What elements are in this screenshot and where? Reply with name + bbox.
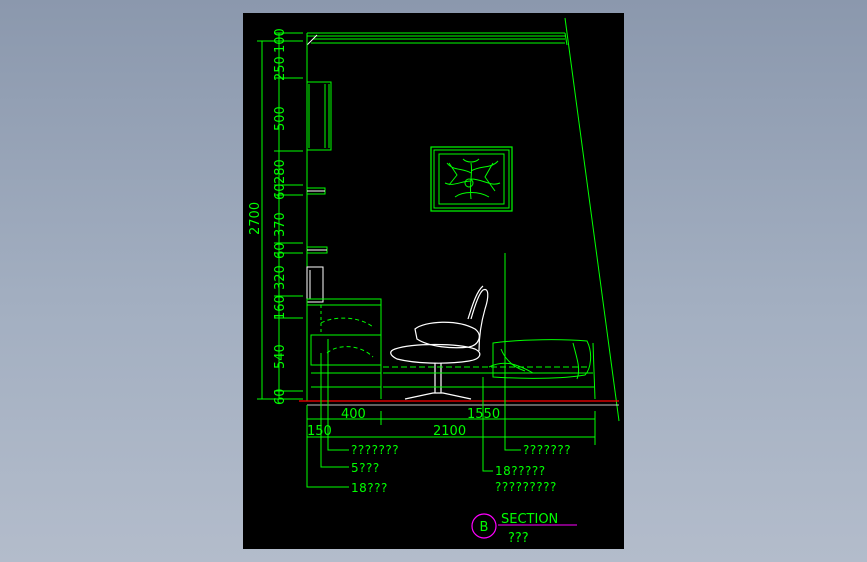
dim-label-500: 500	[273, 106, 288, 131]
section-marker: B SECTION ???	[471, 512, 577, 546]
section-drawing: 2700 100 250 500 280 60 370 60 320 160 5…	[248, 17, 620, 546]
dimension-ticks	[274, 32, 303, 400]
note-label-6: ?????????	[495, 480, 557, 494]
dim-label-60-upper: 60	[273, 183, 288, 200]
dim-label-60-lower: 60	[273, 388, 288, 405]
dim-label-540: 540	[273, 344, 288, 369]
dim-label-250: 250	[273, 56, 288, 81]
dim-label-60-middle: 60	[273, 242, 288, 259]
dim-label-2100: 2100	[433, 424, 466, 439]
leader-lines	[306, 253, 521, 488]
wall-cabinet	[306, 81, 332, 151]
perspective-line	[564, 17, 620, 422]
framed-painting	[430, 146, 513, 212]
dim-label-150: 150	[307, 424, 332, 439]
drawing-sheet: 2700 100 250 500 280 60 370 60 320 160 5…	[243, 13, 624, 549]
total-height-label: 2700	[248, 202, 263, 235]
note-label-1: ???????	[351, 443, 399, 457]
office-chair	[390, 285, 489, 400]
dim-label-1550: 1550	[467, 407, 500, 422]
dim-label-320: 320	[273, 265, 288, 290]
dim-label-100: 100	[273, 28, 288, 53]
section-marker-circle	[471, 513, 497, 539]
dim-label-160: 160	[273, 295, 288, 320]
wall-shelf-lower	[306, 246, 328, 254]
note-label-2: 5???	[351, 461, 380, 475]
bed	[383, 339, 596, 400]
bedside-desk-unit	[306, 266, 382, 399]
section-subtitle: ???	[508, 531, 529, 546]
note-label-3: 18???	[351, 481, 388, 495]
vertical-dimension-chain	[257, 32, 303, 400]
ceiling-cornice	[306, 32, 568, 46]
section-title: SECTION	[501, 512, 558, 527]
dim-label-370: 370	[273, 212, 288, 237]
wall-shelf-upper	[306, 187, 326, 195]
dim-label-400: 400	[341, 407, 366, 422]
dim-label-280: 280	[273, 159, 288, 184]
section-marker-letter: B	[480, 520, 489, 535]
note-label-5: 18?????	[495, 464, 546, 478]
note-label-4: ???????	[523, 443, 571, 457]
